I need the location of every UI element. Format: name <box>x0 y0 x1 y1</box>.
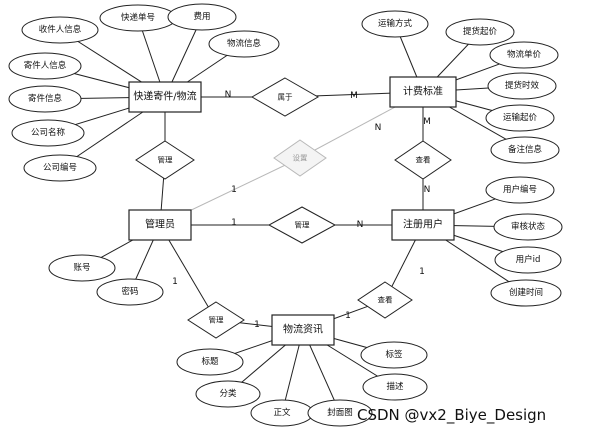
cardinality-label: 1 <box>419 267 425 277</box>
attribute-label: 封面图 <box>327 407 353 418</box>
attribute-label: 运输起价 <box>503 112 538 123</box>
attribute-ellipse <box>485 176 555 204</box>
attribute-label: 寄件人信息 <box>24 60 67 71</box>
cardinality-label: N <box>225 90 232 100</box>
entity-label: 快递寄件/物流 <box>133 90 196 103</box>
attribute-label: 密码 <box>121 286 138 297</box>
attribute-label: 账号 <box>73 263 90 273</box>
attribute-ellipse <box>360 341 428 369</box>
attribute-label: 审核状态 <box>511 221 546 232</box>
attribute-label: 描述 <box>386 381 404 392</box>
attribute-label: 费用 <box>193 11 210 22</box>
attribute-label: 标题 <box>201 356 219 367</box>
attribute-ellipse <box>167 3 237 31</box>
relationship-diamond <box>250 77 320 117</box>
attribute-ellipse <box>21 16 99 44</box>
attribute-ellipse <box>208 30 280 58</box>
relationship-label: 查看 <box>378 295 393 305</box>
cardinality-label: N <box>357 220 364 230</box>
attribute-ellipse <box>8 85 82 113</box>
attribute-ellipse <box>361 10 429 38</box>
relationship-label: 设置 <box>293 153 308 163</box>
attribute-ellipse <box>195 380 261 408</box>
entity-label: 注册用户 <box>403 218 443 231</box>
attribute-label: 分类 <box>219 388 237 399</box>
cardinality-label: 1 <box>231 185 237 195</box>
attribute-label: 用户编号 <box>503 184 537 195</box>
relationship-label: 管理 <box>158 155 173 165</box>
relationship-connector-line <box>159 224 217 321</box>
attribute-label: 提货起价 <box>463 26 498 37</box>
attribute-label: 正文 <box>273 407 291 418</box>
relationship-label: 管理 <box>209 315 224 325</box>
cardinality-label: M <box>423 117 431 127</box>
attribute-ellipse <box>490 279 562 307</box>
attribute-label: 提货时效 <box>505 80 540 91</box>
attribute-label: 物流信息 <box>227 38 262 49</box>
attribute-ellipse <box>23 154 97 182</box>
relationship-label: 管理 <box>295 220 310 230</box>
entity-box <box>389 76 457 108</box>
cardinality-label: N <box>375 123 382 133</box>
attribute-label: 标签 <box>385 349 403 360</box>
attribute-label: 创建时间 <box>509 287 543 298</box>
entity-box <box>128 209 192 241</box>
attribute-label: 物流单价 <box>507 49 542 60</box>
attribute-label: 用户id <box>516 254 541 265</box>
attribute-label: 寄件信息 <box>28 93 63 104</box>
attribute-label: 公司名称 <box>31 127 66 138</box>
entity-label: 物流资讯 <box>283 323 323 336</box>
attribute-label: 收件人信息 <box>39 24 82 35</box>
entity-label: 管理员 <box>145 218 175 231</box>
relationship-diamond <box>187 301 245 339</box>
attribute-ellipse <box>96 278 164 306</box>
entity-box <box>271 314 335 346</box>
attribute-label: 运输方式 <box>378 18 413 29</box>
attribute-ellipse <box>11 119 85 147</box>
cardinality-label: 1 <box>254 320 260 330</box>
attribute-ellipse <box>8 52 82 80</box>
entity-label: 计费标准 <box>403 85 443 98</box>
attribute-ellipse <box>362 373 428 401</box>
cardinality-label: N <box>424 185 431 195</box>
attribute-ellipse <box>493 213 563 241</box>
attribute-ellipse <box>48 254 116 282</box>
relationship-diamond <box>273 139 327 177</box>
attribute-label: 公司编号 <box>43 162 77 173</box>
relationship-label: 查看 <box>416 155 431 165</box>
relationship-diamonds: 属于管理设置管理查看管理查看 <box>135 77 452 339</box>
cardinality-label: 1 <box>172 277 178 287</box>
cardinality-label: 1 <box>231 218 237 228</box>
relationship-diamond <box>394 140 452 180</box>
cardinality-label: M <box>350 91 358 101</box>
attribute-ellipse <box>176 348 244 376</box>
attribute-label: 备注信息 <box>508 144 543 155</box>
attribute-ellipse <box>494 246 562 274</box>
attribute-ellipse <box>490 136 560 164</box>
watermark-text: CSDN @vx2_Biye_Design <box>357 406 546 425</box>
attribute-ellipse <box>489 41 559 69</box>
attribute-ellipse <box>485 104 555 132</box>
relationship-diamond <box>357 281 413 319</box>
relationship-label: 属于 <box>278 93 293 102</box>
relationship-diamond <box>267 206 337 244</box>
attribute-ellipse <box>445 18 515 46</box>
entity-box <box>128 81 202 113</box>
attribute-label: 快递单号 <box>121 12 155 23</box>
relationship-diamond <box>135 140 195 180</box>
entity-box <box>391 209 455 241</box>
attribute-ellipse <box>307 399 373 427</box>
cardinality-label: 1 <box>345 311 351 321</box>
attribute-ellipse <box>487 72 557 100</box>
